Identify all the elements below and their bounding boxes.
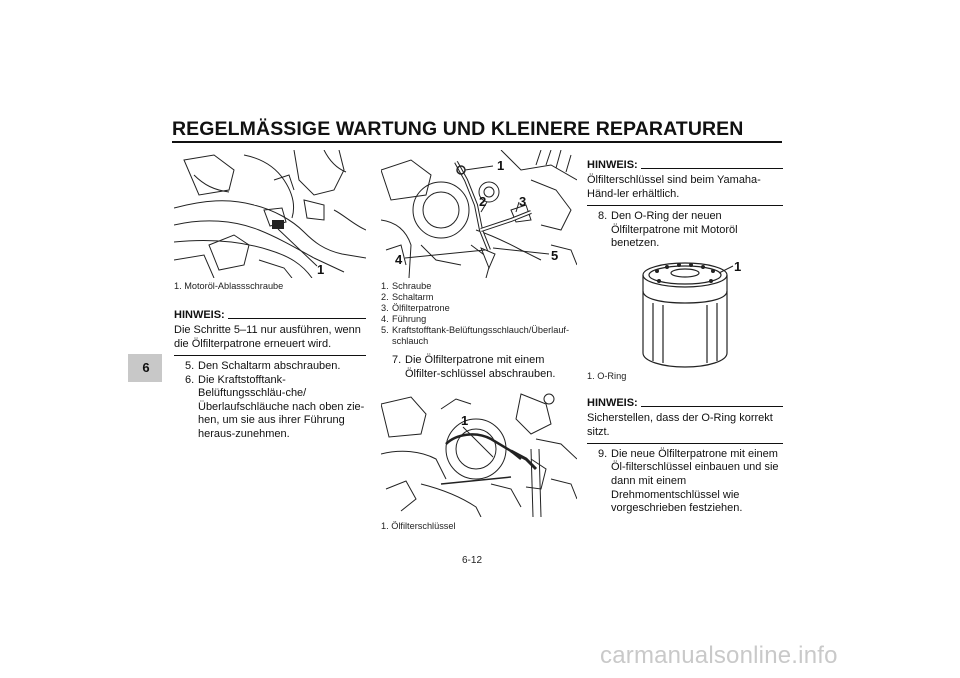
shift-arm-illustration: 1 2 3 4 5 [381, 150, 577, 278]
chapter-tab: 6 [128, 354, 162, 382]
note-2-end-rule [587, 205, 783, 206]
note-1-end-rule [174, 355, 366, 356]
shift-arm-callout-2: 2 [479, 194, 486, 209]
note-3-heading-row: HINWEIS: [587, 396, 783, 410]
note-1-text: Die Schritte 5–11 nur ausführen, wenn di… [174, 324, 361, 350]
caption-item-breather-hose: 5.Kraftstofftank-Belüftungsschlauch/Über… [381, 325, 570, 346]
o-ring-caption: 1. O-Ring [587, 370, 627, 381]
note-1-heading-rule [227, 318, 366, 319]
shift-arm-captions: 1.Schraube 2.Schaltarm 3.Ölfilterpatrone… [381, 281, 577, 347]
step-9-text: Die neue Ölfilterpatrone mit einem Öl-fi… [611, 447, 779, 515]
drain-bolt-illustration: 1 [174, 150, 366, 278]
step-9: 9. Die neue Ölfilterpatrone mit einem Öl… [587, 448, 783, 516]
step-5-text: Den Schaltarm abschrauben. [198, 360, 341, 372]
page-title: REGELMÄSSIGE WARTUNG UND KLEINERE REPARA… [172, 118, 744, 140]
note-3-heading: HINWEIS: [587, 396, 638, 409]
caption-item-shift-arm: 2.Schaltarm [381, 292, 434, 302]
step-5-number: 5. [185, 360, 195, 372]
shift-arm-callout-1: 1 [497, 158, 504, 173]
step-8: 8. Den O-Ring der neuen Ölfilterpatrone … [587, 210, 783, 251]
steps-col1: 5. Den Schaltarm abschrauben. 6. Die Kra… [174, 360, 366, 442]
note-2-heading-rule [640, 168, 783, 169]
figure-o-ring: 1 [587, 256, 783, 369]
step-6-text: Die Kraftstofftank-Belüftungsschläu-che/… [198, 373, 365, 440]
note-2: HINWEIS: Ölfilterschlüssel sind beim Yam… [587, 158, 783, 206]
figure-filter-wrench: 1 [381, 389, 577, 518]
chapter-tab-label: 6 [142, 360, 150, 375]
figure-shift-arm: 1 2 3 4 5 [381, 150, 577, 278]
note-3: HINWEIS: Sicherstellen, dass der O-Ring … [587, 396, 783, 444]
page-number: 6-12 [462, 555, 483, 566]
note-2-heading: HINWEIS: [587, 159, 638, 171]
drain-bolt-caption: 1. Motoröl-Ablassschraube [174, 281, 284, 291]
shift-arm-callout-5: 5 [551, 248, 558, 263]
step-8-number: 8. [598, 210, 608, 222]
note-2-heading-row: HINWEIS: [587, 158, 783, 172]
note-1-heading: HINWEIS: [174, 309, 225, 321]
step-6: 6. Die Kraftstofftank-Belüftungsschläu-c… [174, 374, 366, 442]
note-3-end-rule [587, 442, 783, 444]
o-ring-illustration: 1 [642, 259, 741, 368]
step-5: 5. Den Schaltarm abschrauben. [174, 360, 366, 374]
shift-arm-callout-4: 4 [395, 252, 403, 267]
title-rule [172, 141, 782, 143]
steps-col3-b: 9. Die neue Ölfilterpatrone mit einem Öl… [587, 448, 783, 516]
note-1: HINWEIS: Die Schritte 5–11 nur ausführen… [174, 308, 366, 356]
shift-arm-callout-3: 3 [519, 194, 526, 209]
steps-col3-a: 8. Den O-Ring der neuen Ölfilterpatrone … [587, 210, 783, 251]
step-6-number: 6. [185, 373, 195, 386]
caption-item-oil-filter: 3.Ölfilterpatrone [381, 303, 450, 313]
drain-bolt-callout: 1 [317, 262, 324, 277]
step-9-number: 9. [598, 447, 608, 460]
column-1: 1 1. Motoröl-Ablassschraube HINWEIS: Die… [174, 150, 366, 442]
caption-item-guide: 4.Führung [381, 314, 427, 324]
note-3-heading-rule [640, 405, 783, 407]
note-3-text: Sicherstellen, dass der O-Ring korrekt s… [587, 411, 773, 438]
step-8-text: Den O-Ring der neuen Ölfilterpatrone mit… [611, 210, 738, 250]
step-7-text: Die Ölfilterpatrone mit einem Ölfilter-s… [405, 354, 556, 380]
filter-wrench-illustration: 1 [381, 393, 577, 518]
note-1-heading-row: HINWEIS: [174, 308, 366, 322]
filter-wrench-caption: 1. Ölfilterschlüssel [381, 521, 456, 532]
steps-col2: 7. Die Ölfilterpatrone mit einem Ölfilte… [381, 354, 577, 381]
step-7: 7. Die Ölfilterpatrone mit einem Ölfilte… [381, 354, 577, 381]
column-3: HINWEIS: Ölfilterschlüssel sind beim Yam… [587, 150, 783, 516]
o-ring-callout: 1 [734, 259, 741, 274]
watermark: carmanualsonline.info [600, 642, 838, 669]
step-7-number: 7. [392, 354, 402, 366]
filter-wrench-callout: 1 [461, 413, 468, 428]
caption-item-screw: 1.Schraube [381, 281, 432, 291]
figure-drain-bolt: 1 [174, 150, 366, 278]
column-2: 1 2 3 4 5 1.Schraube 2.Schaltarm 3.Ölfil… [381, 150, 577, 532]
note-2-text: Ölfilterschlüssel sind beim Yamaha-Händ-… [587, 174, 761, 200]
